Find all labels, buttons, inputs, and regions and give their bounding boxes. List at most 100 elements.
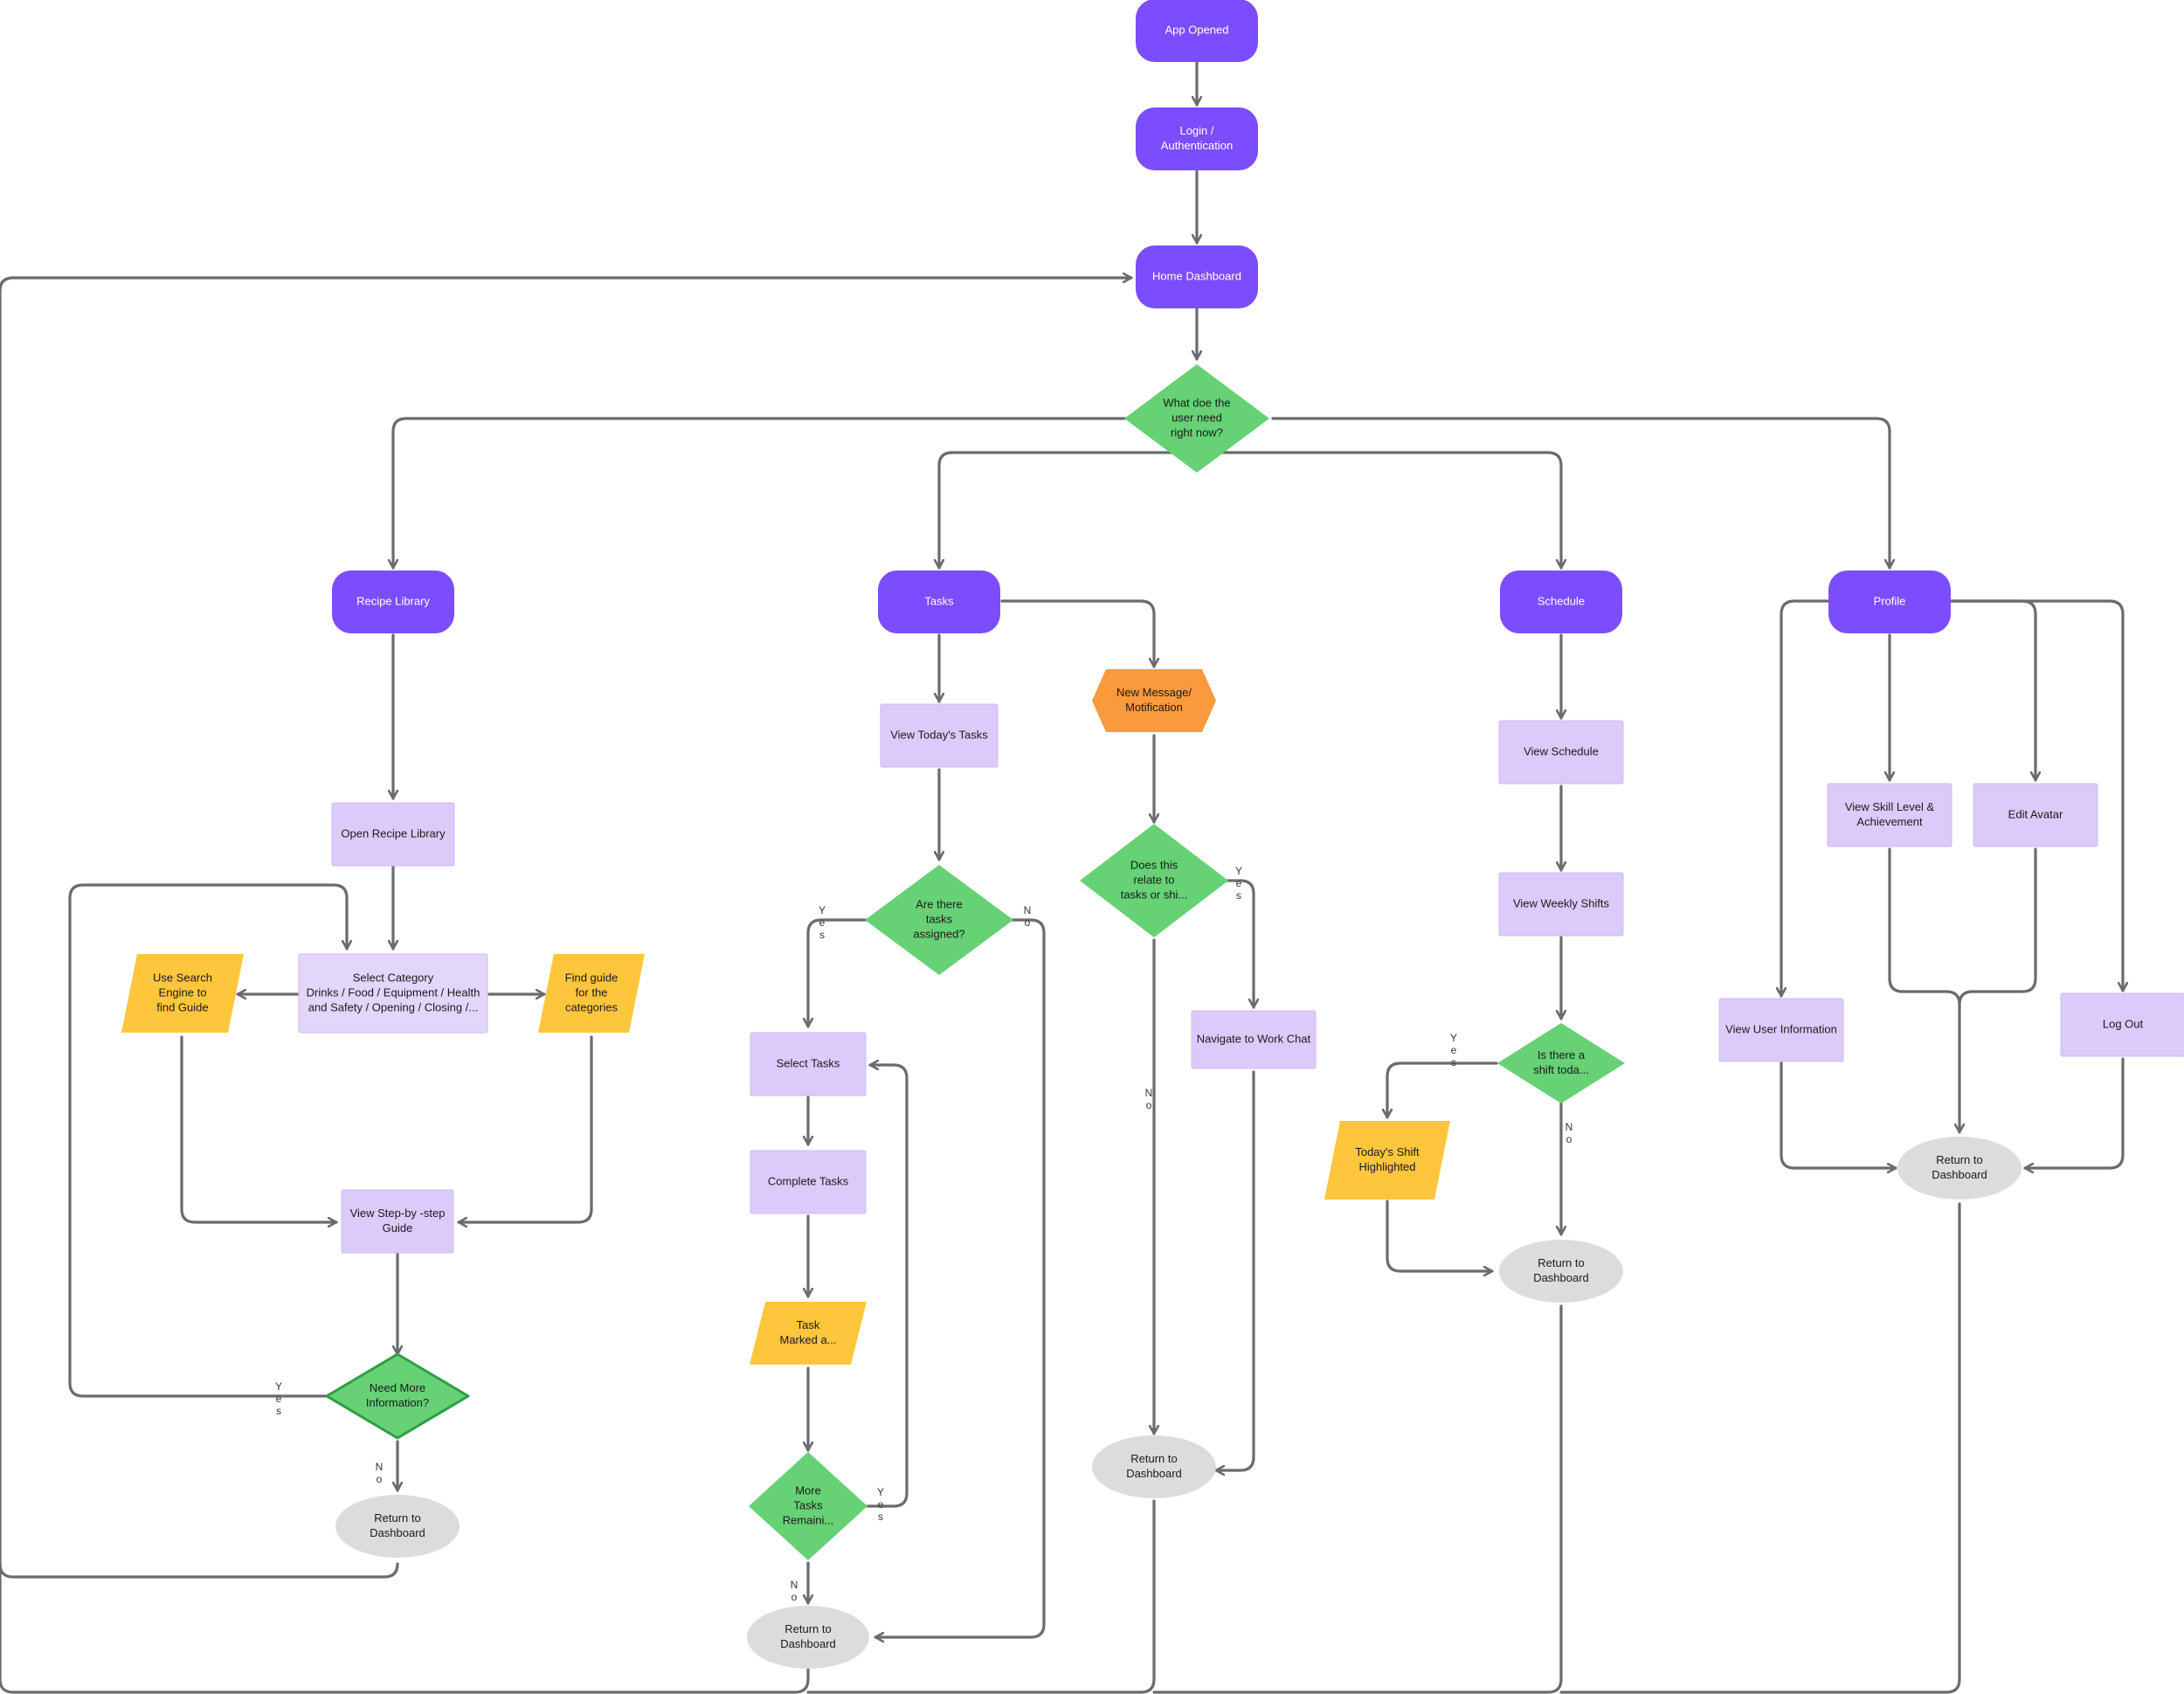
node-main-decision-shape bbox=[1124, 364, 1269, 473]
node-view-schedule[interactable]: View Schedule bbox=[1498, 720, 1624, 785]
node-tasks-assigned-label: assigned? bbox=[913, 927, 964, 940]
node-main-decision-label: right now? bbox=[1171, 425, 1223, 439]
edge-tasks-return-bottom bbox=[0, 1562, 810, 1694]
edge-tasks-to-message bbox=[1000, 599, 1154, 668]
edge-search-to-guide bbox=[180, 1035, 338, 1222]
edge-assigned-no-to-return bbox=[874, 918, 1046, 1637]
node-use-search-engine-label: Engine to bbox=[159, 985, 207, 999]
node-app-opened-label: App Opened bbox=[1165, 23, 1228, 36]
node-view-step-guide-shape bbox=[341, 1189, 454, 1254]
node-find-guide-shape bbox=[538, 954, 645, 1033]
edge-profile-return-bottom bbox=[1559, 1202, 1961, 1694]
node-edit-avatar-label: Edit Avatar bbox=[2008, 807, 2063, 820]
node-todays-shift-highlighted-label: Today's Shift bbox=[1355, 1145, 1420, 1158]
edge-shifttoday-yes-to-highlight bbox=[1387, 1061, 1498, 1119]
node-more-tasks-remaining[interactable]: MoreTasksRemaini... bbox=[749, 1452, 867, 1560]
node-new-message[interactable]: New Message/Motification bbox=[1092, 669, 1216, 732]
node-relate-to-tasks-shape bbox=[1080, 824, 1228, 937]
node-view-skill-level[interactable]: View Skill Level &Achievement bbox=[1827, 783, 1952, 847]
node-recipe-library-label: Recipe Library bbox=[356, 594, 430, 607]
node-select-tasks-label: Select Tasks bbox=[777, 1056, 840, 1069]
node-select-tasks[interactable]: Select Tasks bbox=[750, 1032, 867, 1096]
node-complete-tasks-label: Complete Tasks bbox=[768, 1174, 849, 1187]
edge-assigned-yes-to-select bbox=[808, 918, 868, 1028]
node-edit-avatar[interactable]: Edit Avatar bbox=[1973, 783, 2098, 847]
node-view-user-info[interactable]: View User Information bbox=[1718, 998, 1844, 1062]
edge-findguide-to-guide bbox=[457, 1035, 593, 1222]
node-schedule[interactable]: Schedule bbox=[1500, 570, 1622, 633]
edge-message-return-bottom bbox=[806, 1499, 1156, 1694]
node-new-message-shape bbox=[1092, 669, 1216, 732]
node-tasks-shape bbox=[878, 570, 1000, 633]
node-return-schedule-shape bbox=[1499, 1240, 1623, 1303]
node-task-marked-shape bbox=[750, 1302, 867, 1365]
node-log-out[interactable]: Log Out bbox=[2060, 992, 2184, 1057]
node-view-user-info-shape bbox=[1718, 998, 1844, 1062]
node-app-opened[interactable]: App Opened bbox=[1136, 0, 1258, 62]
node-navigate-work-chat[interactable]: Navigate to Work Chat bbox=[1191, 1010, 1317, 1069]
edge-decision-to-tasks bbox=[939, 451, 1199, 570]
node-view-user-info-label: View User Information bbox=[1725, 1022, 1837, 1035]
node-return-profile-label: Dashboard bbox=[1932, 1168, 1987, 1181]
node-tasks[interactable]: Tasks bbox=[878, 570, 1000, 633]
node-more-tasks-remaining-label: Tasks bbox=[793, 1498, 823, 1511]
node-todays-shift-highlighted-shape bbox=[1324, 1121, 1450, 1200]
node-view-step-guide-label: View Step-by -step bbox=[350, 1207, 446, 1220]
node-profile-label: Profile bbox=[1874, 594, 1906, 607]
node-shift-today-shape bbox=[1497, 1023, 1625, 1103]
edge-decision-to-recipe bbox=[393, 417, 1127, 570]
node-return-tasks-label: Return to bbox=[784, 1622, 831, 1635]
node-new-message-label: Motification bbox=[1125, 701, 1183, 714]
node-recipe-library-shape bbox=[332, 570, 454, 633]
node-select-tasks-shape bbox=[750, 1032, 867, 1096]
node-open-recipe-library[interactable]: Open Recipe Library bbox=[331, 802, 455, 867]
node-todays-shift-highlighted-label: Highlighted bbox=[1358, 1160, 1415, 1173]
node-login[interactable]: Login /Authentication bbox=[1136, 107, 1258, 170]
node-tasks-assigned-shape bbox=[865, 865, 1013, 975]
node-view-weekly-shifts-shape bbox=[1498, 872, 1624, 937]
node-app-opened-shape bbox=[1136, 0, 1258, 62]
node-need-more-info-shape bbox=[325, 1352, 470, 1440]
node-return-tasks-label: Dashboard bbox=[780, 1637, 836, 1650]
node-relate-to-tasks-label: relate to bbox=[1134, 873, 1175, 886]
edge-more-yes-to-select bbox=[866, 1065, 909, 1508]
node-more-tasks-remaining-label: More bbox=[795, 1483, 821, 1497]
node-complete-tasks-shape bbox=[750, 1150, 867, 1214]
node-view-todays-tasks[interactable]: View Today's Tasks bbox=[880, 703, 999, 768]
edge-decision-to-schedule bbox=[1195, 451, 1561, 570]
node-schedule-shape bbox=[1500, 570, 1622, 633]
node-tasks-assigned-label: Are there bbox=[916, 897, 962, 910]
node-complete-tasks[interactable]: Complete Tasks bbox=[750, 1150, 867, 1214]
node-recipe-library[interactable]: Recipe Library bbox=[332, 570, 454, 633]
node-home-dashboard-label: Home Dashboard bbox=[1152, 269, 1241, 282]
edge-logout-to-return bbox=[2023, 1057, 2125, 1168]
node-find-guide-label: Find guide bbox=[565, 971, 619, 984]
node-profile[interactable]: Profile bbox=[1828, 570, 1951, 633]
edge-userinfo-to-return bbox=[1780, 1061, 1897, 1168]
node-edit-avatar-shape bbox=[1973, 783, 2098, 847]
node-return-tasks[interactable]: Return to Dashboard bbox=[747, 1606, 869, 1669]
node-home-dashboard[interactable]: Home Dashboard bbox=[1136, 245, 1258, 308]
node-home-dashboard-shape bbox=[1136, 245, 1258, 308]
node-view-weekly-shifts[interactable]: View Weekly Shifts bbox=[1498, 872, 1624, 937]
node-select-category-label: Drinks / Food / Equipment / Health bbox=[307, 985, 480, 999]
